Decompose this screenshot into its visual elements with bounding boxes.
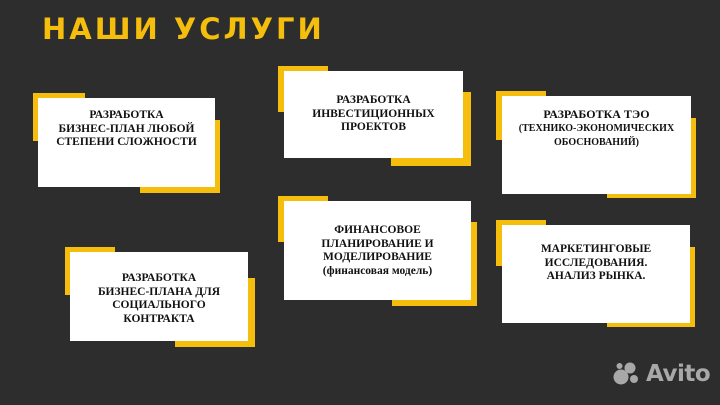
- card-body: МАРКЕТИНГОВЫЕ ИССЛЕДОВАНИЯ. АНАЛИЗ РЫНКА…: [502, 225, 690, 323]
- card-line: РАЗРАБОТКА: [89, 109, 164, 121]
- card-body: РАЗРАБОТКА БИЗНЕС-ПЛАН ЛЮБОЙ СТЕПЕНИ СЛО…: [38, 98, 215, 187]
- avito-watermark: Avito: [613, 361, 711, 387]
- card-line: ИНВЕСТИЦИОННЫХ: [312, 107, 435, 120]
- avito-label: Avito: [646, 361, 711, 387]
- card-line: СОЦИАЛЬНОГО: [112, 299, 206, 311]
- card-line: БИЗНЕС-ПЛАН ЛЮБОЙ: [58, 122, 195, 135]
- card-body: РАЗРАБОТКА БИЗНЕС-ПЛАНА ДЛЯ СОЦИАЛЬНОГО …: [70, 252, 248, 341]
- card-line: (финансовая модель): [322, 264, 433, 277]
- card-body: РАЗРАБОТКА ИНВЕСТИЦИОННЫХ ПРОЕКТОВ: [284, 71, 463, 158]
- card-body: ФИНАНСОВОЕ ПЛАНИРОВАНИЕ И МОДЕЛИРОВАНИЕ …: [284, 201, 471, 300]
- card-line: РАЗРАБОТКА: [121, 272, 197, 284]
- card-line: ПЛАНИРОВАНИЕ И: [321, 237, 434, 250]
- card-line: АНАЛИЗ РЫНКА.: [546, 270, 646, 282]
- avito-dots-icon: [613, 362, 638, 385]
- card-line: РАЗРАБОТКА: [336, 94, 411, 106]
- card-line: КОНТРАКТА: [123, 312, 195, 325]
- card-line: СТЕПЕНИ СЛОЖНОСТИ: [56, 136, 197, 148]
- card-line: БИЗНЕС-ПЛАНА ДЛЯ: [97, 285, 221, 298]
- card-line: РАЗРАБОТКА ТЭО: [543, 107, 650, 121]
- card-line: ИССЛЕДОВАНИЯ.: [544, 256, 648, 269]
- card-line: ФИНАНСОВОЕ: [334, 224, 421, 236]
- card-line: (ТЕХНИКО-ЭКОНОМИЧЕСКИХ: [518, 123, 675, 134]
- card-body: РАЗРАБОТКА ТЭО (ТЕХНИКО-ЭКОНОМИЧЕСКИХ ОБ…: [502, 96, 691, 194]
- card-line: МАРКЕТИНГОВЫЕ: [540, 243, 652, 255]
- card-line: ПРОЕКТОВ: [341, 121, 406, 133]
- page-title: НАШИ УСЛУГИ: [42, 12, 325, 46]
- card-line: ОБОСНОВАНИЙ): [554, 137, 639, 148]
- card-line: МОДЕЛИРОВАНИЕ: [323, 251, 432, 263]
